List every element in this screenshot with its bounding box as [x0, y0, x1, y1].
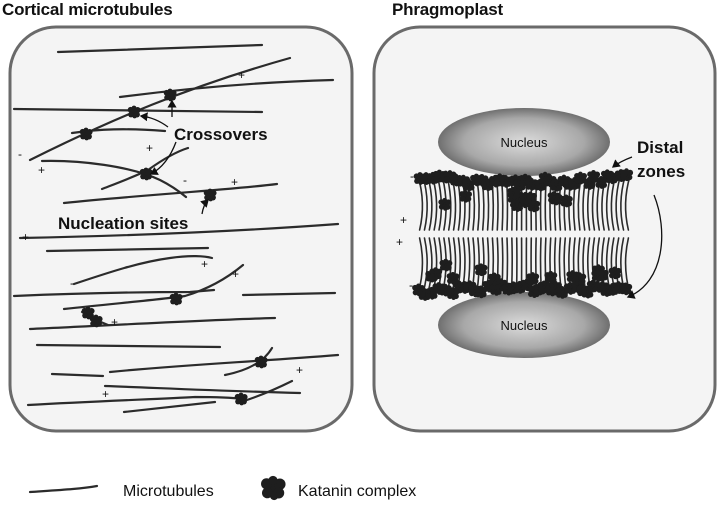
cortical-microtubules	[12, 43, 340, 414]
minus-sign: -	[410, 169, 414, 183]
polarity-signs-left: + - + + - + + + + - + + +	[18, 68, 303, 401]
nucleation-sites-label: Nucleation sites	[58, 214, 188, 233]
katanin-complex	[608, 266, 622, 280]
plus-sign: +	[111, 315, 118, 329]
minus-sign: -	[183, 173, 187, 187]
distal-zones-arrows	[611, 156, 663, 299]
plus-sign: +	[232, 267, 239, 281]
katanin-complex	[544, 270, 558, 284]
phragmoplast-microtubule	[481, 237, 485, 291]
panel-title-cortical: Cortical microtubules	[2, 0, 173, 19]
katanin-complex	[438, 197, 452, 211]
panel-title-phragmoplast: Phragmoplast	[392, 0, 503, 19]
plus-sign: +	[201, 257, 208, 271]
katanin-complex	[566, 270, 580, 283]
nucleus-top-label: Nucleus	[501, 135, 548, 150]
plus-sign: +	[38, 163, 45, 177]
katanin-complex	[446, 271, 460, 285]
plus-sign: +	[296, 363, 303, 377]
katanin-complex	[526, 272, 540, 285]
distal-zones-label-line1: Distal	[637, 138, 683, 157]
katanin-complex	[507, 186, 521, 200]
plus-sign: +	[238, 68, 245, 82]
legend-microtubule-swatch	[28, 484, 99, 494]
plus-sign: +	[400, 213, 407, 227]
nucleus-bottom-label: Nucleus	[501, 318, 548, 333]
katanin-complex	[619, 282, 633, 296]
phragmoplast-microtubule	[624, 175, 631, 231]
legend-katanin-swatch	[261, 475, 286, 501]
polarity-signs-right: - + + -	[396, 169, 414, 292]
plus-sign: +	[102, 387, 109, 401]
plus-sign: +	[146, 141, 153, 155]
phragmoplast-microtubule	[476, 237, 480, 291]
legend-katanin-label: Katanin complex	[298, 483, 416, 500]
katanin-complex	[547, 191, 561, 204]
legend: Microtubules Katanin complex	[28, 475, 416, 501]
phragmoplast-microtubule	[615, 176, 621, 231]
nucleus-top: Nucleus	[438, 108, 610, 176]
phragmoplast-microtubule	[451, 237, 457, 293]
phragmoplast-microtubule	[446, 177, 452, 231]
phragmoplast-microtubule	[505, 179, 509, 231]
plus-sign: +	[396, 235, 403, 249]
plus-sign: +	[22, 230, 29, 244]
katanin-complex	[487, 272, 501, 286]
katanin-complex	[519, 191, 533, 205]
phragmoplast-microtubule	[510, 237, 513, 291]
katanin-complex	[474, 263, 488, 277]
minus-sign: -	[18, 147, 22, 161]
katanin-complex	[591, 269, 605, 282]
katanin-complex	[459, 189, 473, 203]
annotation-arrows-left	[139, 99, 209, 215]
crossovers-label: Crossovers	[174, 125, 268, 144]
nucleus-bottom: Nucleus	[438, 292, 610, 358]
minus-sign: -	[409, 278, 413, 292]
katanin-complex	[429, 267, 443, 281]
plus-sign: +	[231, 175, 238, 189]
distal-zones-label-line2: zones	[637, 162, 685, 181]
katanin-complex	[620, 168, 634, 182]
phragmoplast-microtubule	[539, 237, 543, 291]
phragmoplast-microtubule	[501, 179, 504, 231]
legend-microtubules-label: Microtubules	[123, 483, 214, 500]
minus-sign: -	[70, 276, 74, 290]
